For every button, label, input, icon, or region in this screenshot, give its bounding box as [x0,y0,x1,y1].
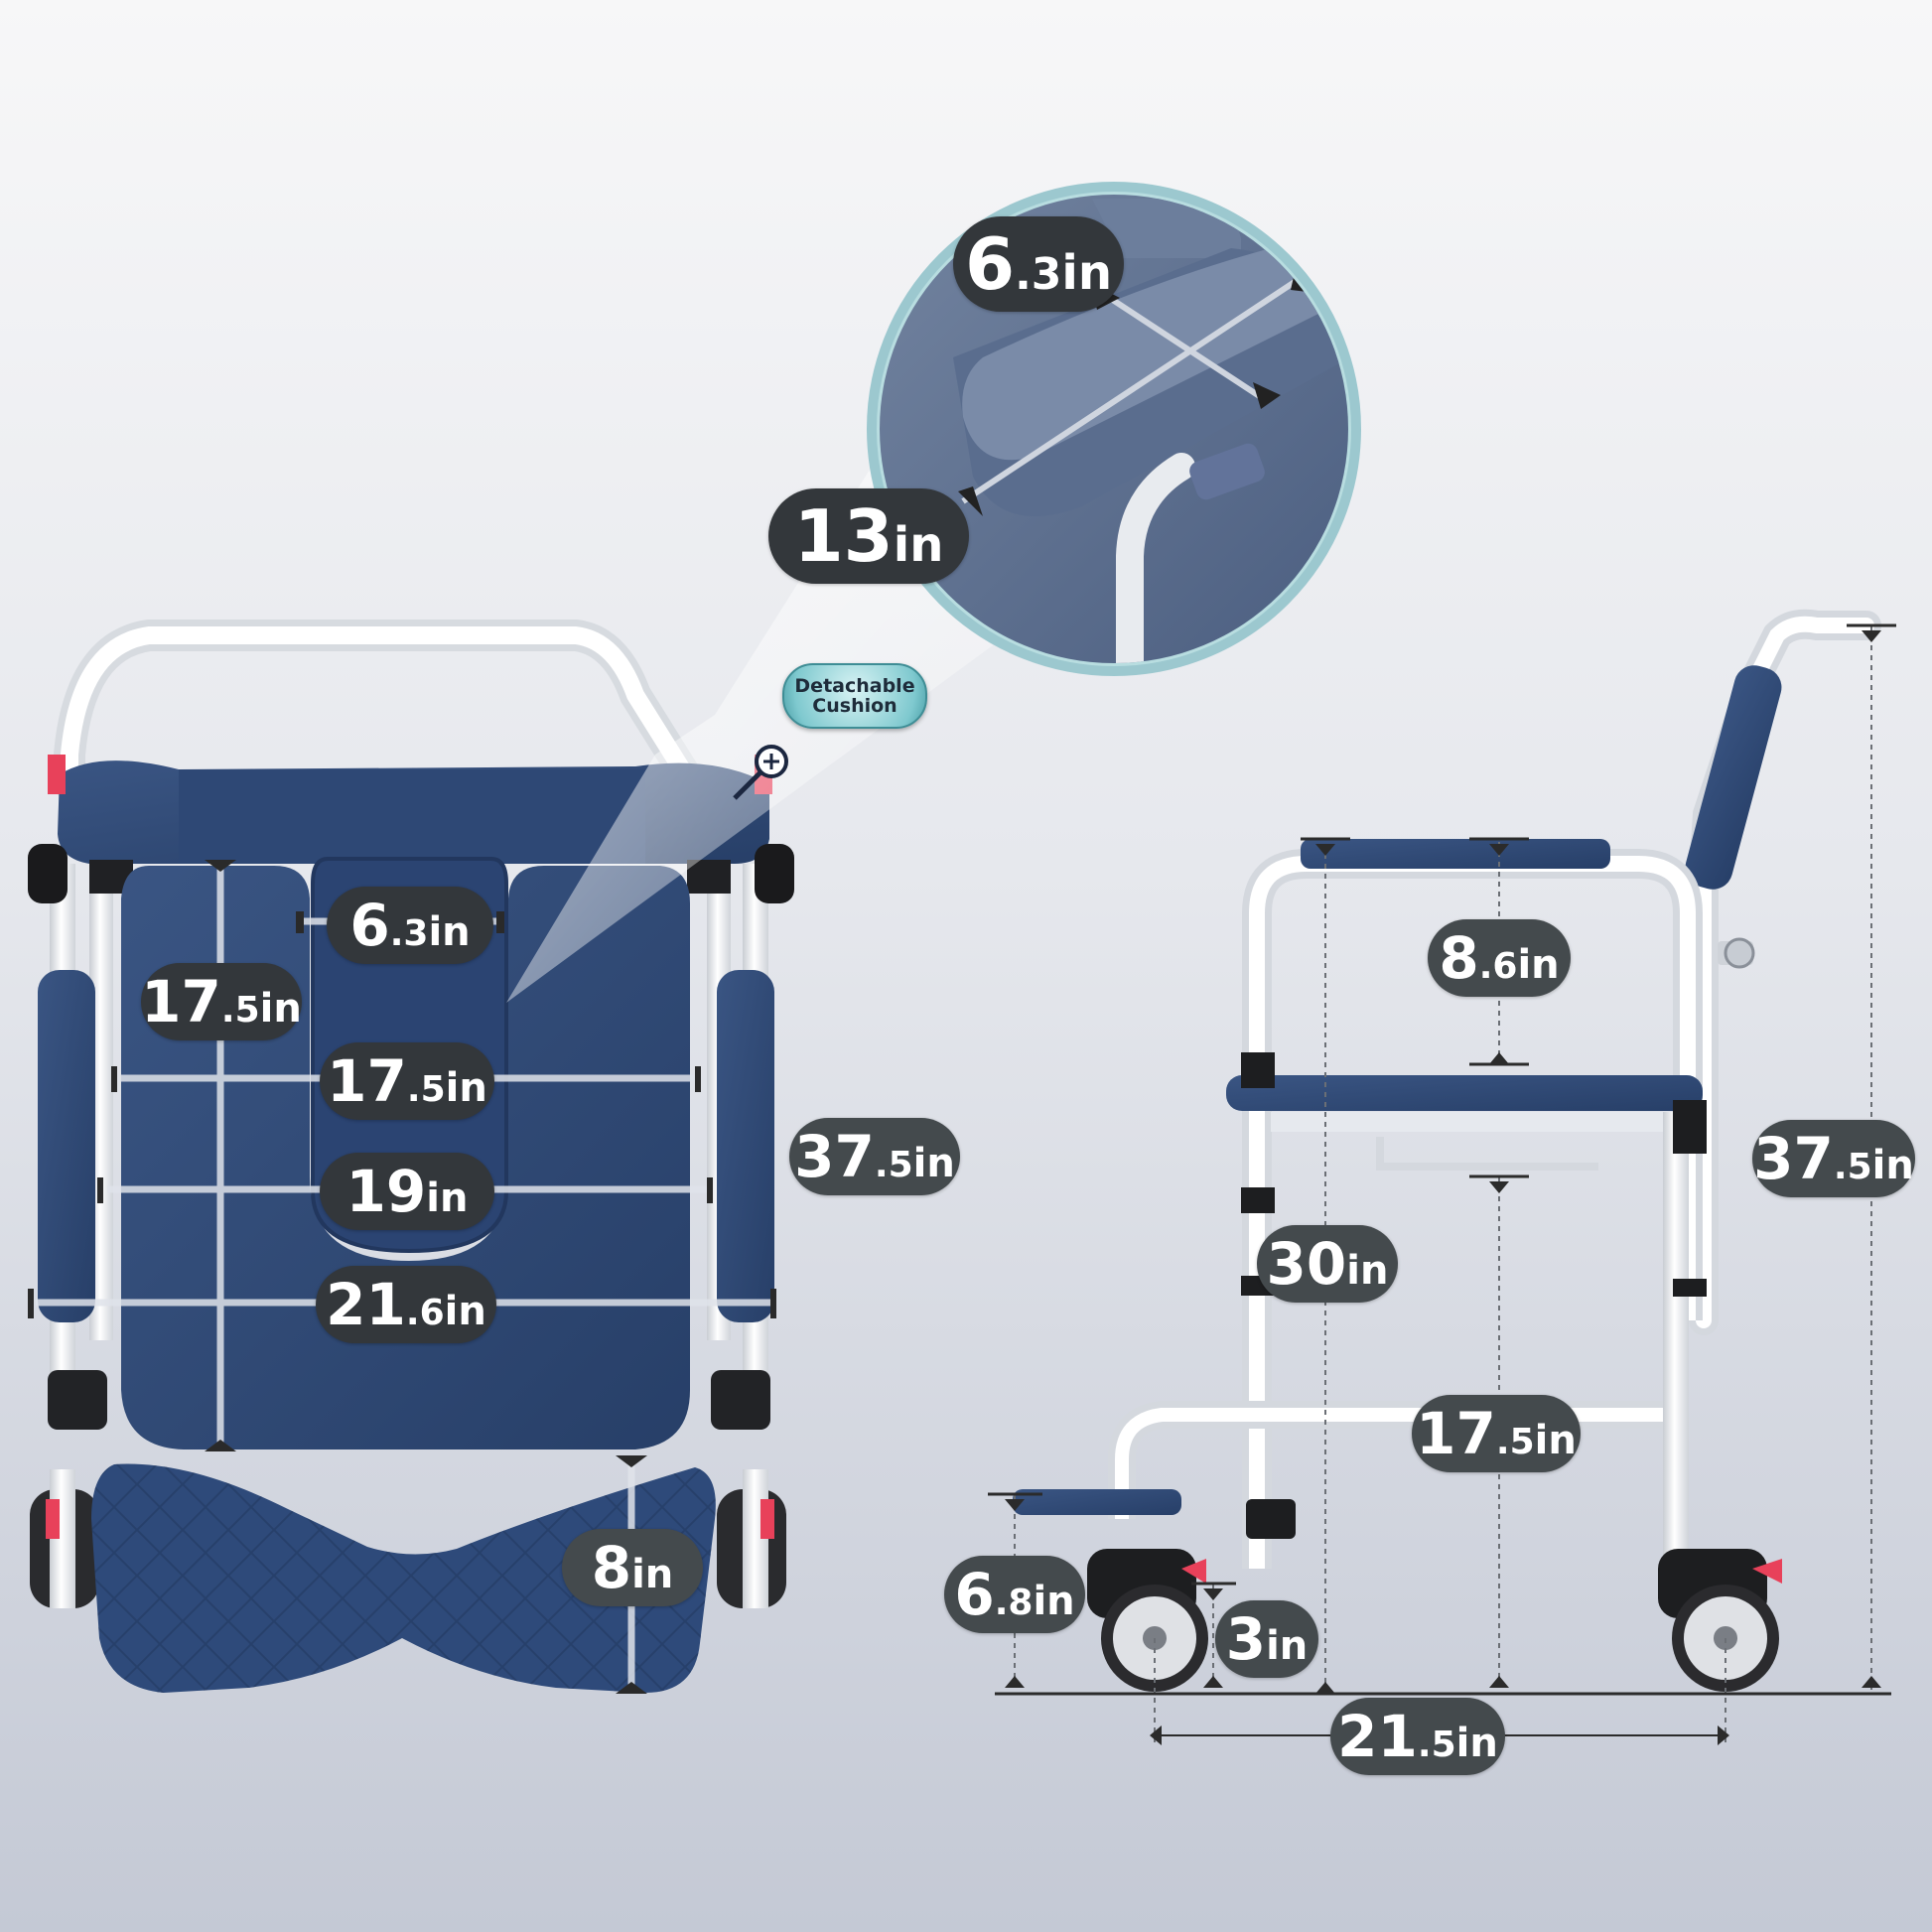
value-major: 37 [1753,1125,1834,1192]
value-minor: .5 [1417,1725,1456,1765]
badge-line-2: Cushion [812,695,897,717]
value-major: 21 [1337,1703,1418,1770]
front-caster [1087,1549,1208,1692]
value-major: 19 [345,1158,427,1225]
value-unit: in [445,1065,487,1111]
side-view-arrowheads [1005,630,1881,1745]
value-unit: in [1346,1248,1389,1294]
value-major: 6 [349,892,390,959]
value-unit: in [1871,1143,1914,1188]
value-unit: in [444,1289,486,1334]
top-view-arrowheads [28,860,776,1694]
value-major: 6 [954,1561,995,1628]
value-minor: .3 [389,913,429,954]
zoom-in-icon [733,745,788,800]
value-minor: .5 [1833,1147,1872,1187]
detachable-cushion-badge: Detachable Cushion [782,663,927,729]
value-unit: in [631,1552,674,1597]
value-unit: in [428,909,471,955]
value-minor: .6 [405,1293,445,1333]
value-minor: .5 [874,1145,913,1185]
value-unit: in [1455,1721,1498,1766]
value-major: 6 [964,222,1016,306]
value-major: 37 [794,1123,875,1190]
value-major: 13 [793,494,894,578]
value-major: 8 [1439,924,1479,992]
value-minor: .3 [1015,249,1062,300]
value-unit: in [1033,1579,1075,1624]
value-major: 17 [1416,1400,1496,1467]
value-minor: .5 [406,1069,446,1110]
value-major: 3 [1225,1605,1267,1673]
value-unit: in [1517,942,1560,988]
value-minor: .5 [220,990,260,1031]
value-unit: in [1534,1418,1577,1463]
value-unit: in [259,986,302,1032]
side-view-chair [1013,609,1881,1692]
badge-line-1: Detachable [794,675,915,697]
value-major: 17 [327,1047,407,1115]
value-unit: in [893,517,944,573]
value-major: 21 [326,1271,406,1338]
value-minor: .5 [1495,1422,1535,1462]
value-unit: in [912,1141,955,1186]
value-major: 8 [591,1534,632,1601]
value-minor: .8 [994,1583,1034,1623]
rear-caster [1658,1549,1782,1692]
value-unit: in [426,1175,469,1221]
value-unit: in [1266,1623,1309,1669]
value-major: 17 [141,968,221,1035]
value-minor: .6 [1478,946,1518,987]
value-major: 30 [1266,1230,1347,1298]
value-unit: in [1061,245,1113,301]
